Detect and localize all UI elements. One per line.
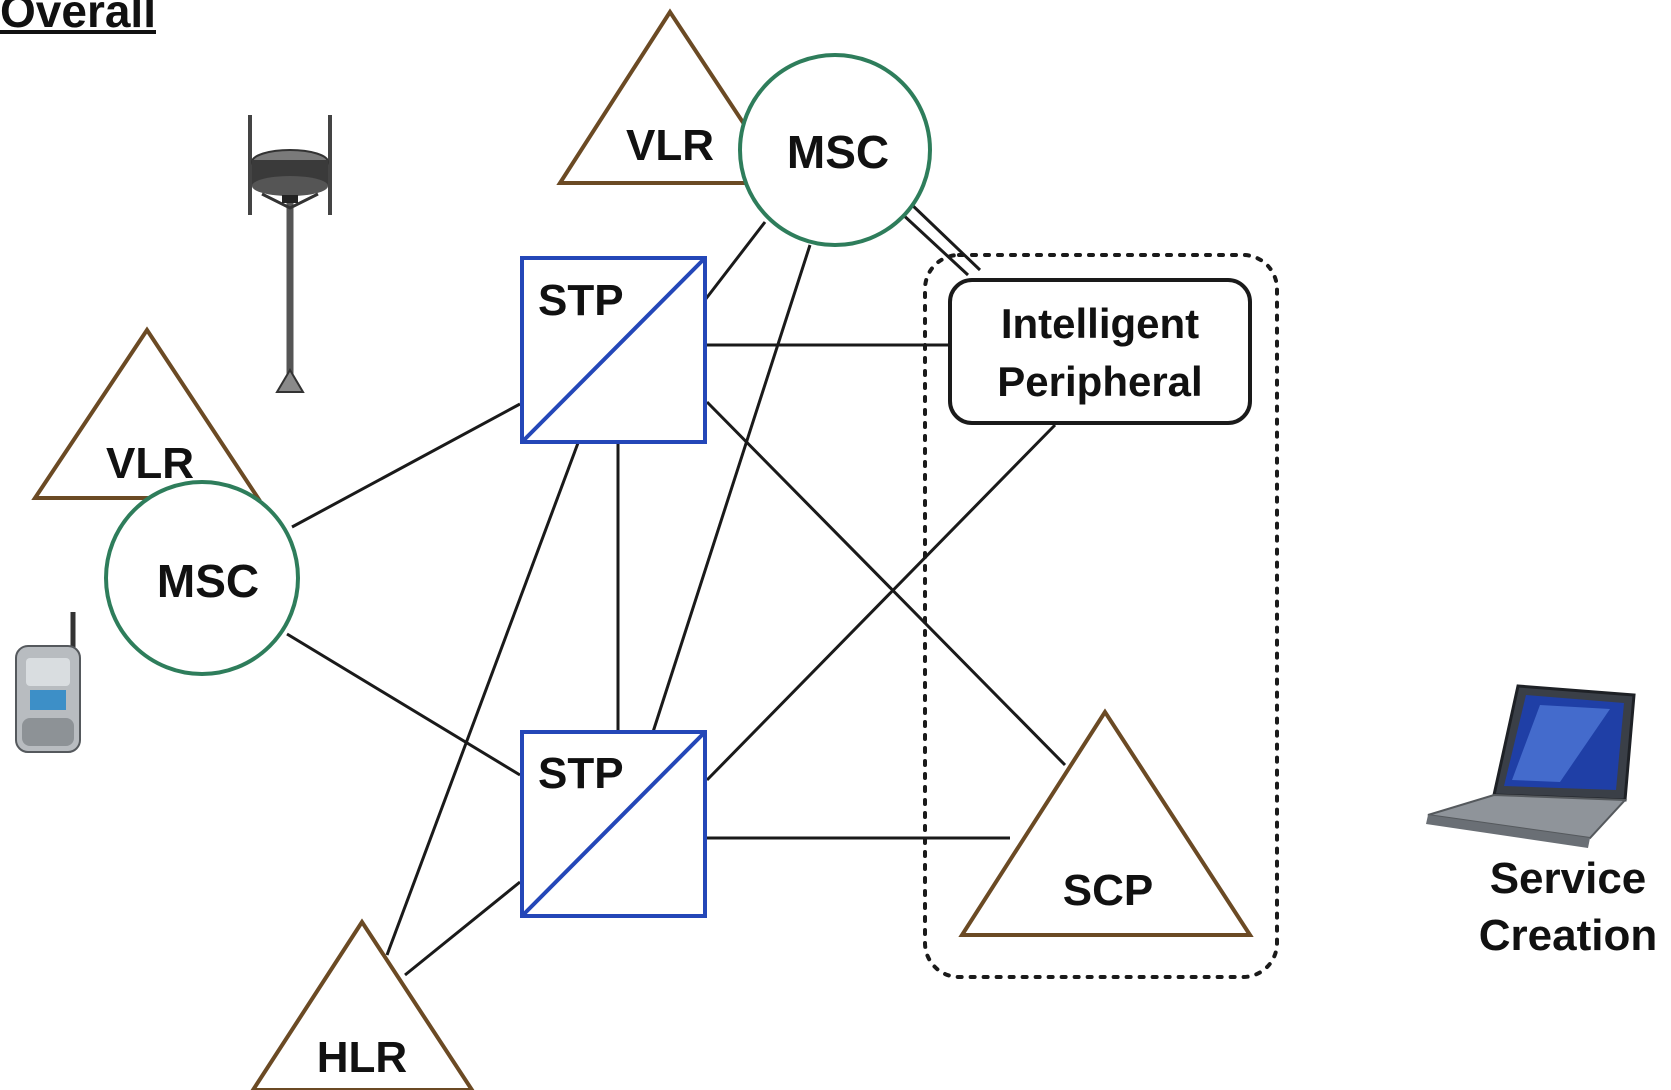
stp-lower-label: STP [538, 749, 624, 798]
stp-upper: STP [520, 256, 707, 444]
vlr-top: VLR [556, 8, 787, 185]
stp-lower: STP [520, 730, 707, 918]
msc-left: MSC [104, 480, 300, 676]
link-stp-upper-scp [705, 400, 1067, 767]
vlr-top-label: VLR [626, 121, 714, 170]
stp-upper-label: STP [538, 276, 624, 325]
service-creation-label: Service Creation [1479, 854, 1657, 960]
connection-lines [286, 201, 1067, 977]
scp-label: SCP [1063, 866, 1153, 915]
ip-label-line1: Intelligent [1001, 300, 1199, 347]
link-stp-upper-hlr [385, 442, 580, 956]
vlr-left: VLR [31, 326, 262, 500]
scp: SCP [958, 708, 1254, 937]
service-creation-line1: Service [1490, 854, 1647, 903]
link-msc-top-ip-a [898, 210, 970, 277]
msc-top-label: MSC [787, 126, 889, 178]
ip-scp-group-border [923, 253, 1279, 979]
intelligent-peripheral: Intelligent Peripheral [948, 278, 1252, 425]
msc-top: MSC [738, 53, 932, 247]
link-msc-top-ip-b [908, 201, 982, 272]
laptop-icon [1426, 684, 1636, 848]
service-creation-line2: Creation [1479, 911, 1657, 960]
link-msc-left-stp-upper [291, 402, 521, 529]
link-msc-top-stp-upper [703, 221, 767, 301]
diagram-heading: Overall [0, 0, 156, 37]
cell-tower-icon [248, 115, 332, 393]
vlr-left-label: VLR [106, 439, 194, 488]
ip-label-line2: Peripheral [997, 358, 1202, 405]
msc-left-label: MSC [157, 555, 259, 607]
link-msc-left-stp-lower [286, 632, 521, 777]
hlr-label: HLR [317, 1033, 407, 1082]
hlr: HLR [250, 918, 475, 1090]
link-msc-top-stp-lower [651, 244, 812, 733]
link-stp-lower-ip [705, 423, 1057, 782]
mobile-phone-icon [15, 612, 81, 753]
link-stp-lower-hlr [404, 880, 521, 977]
